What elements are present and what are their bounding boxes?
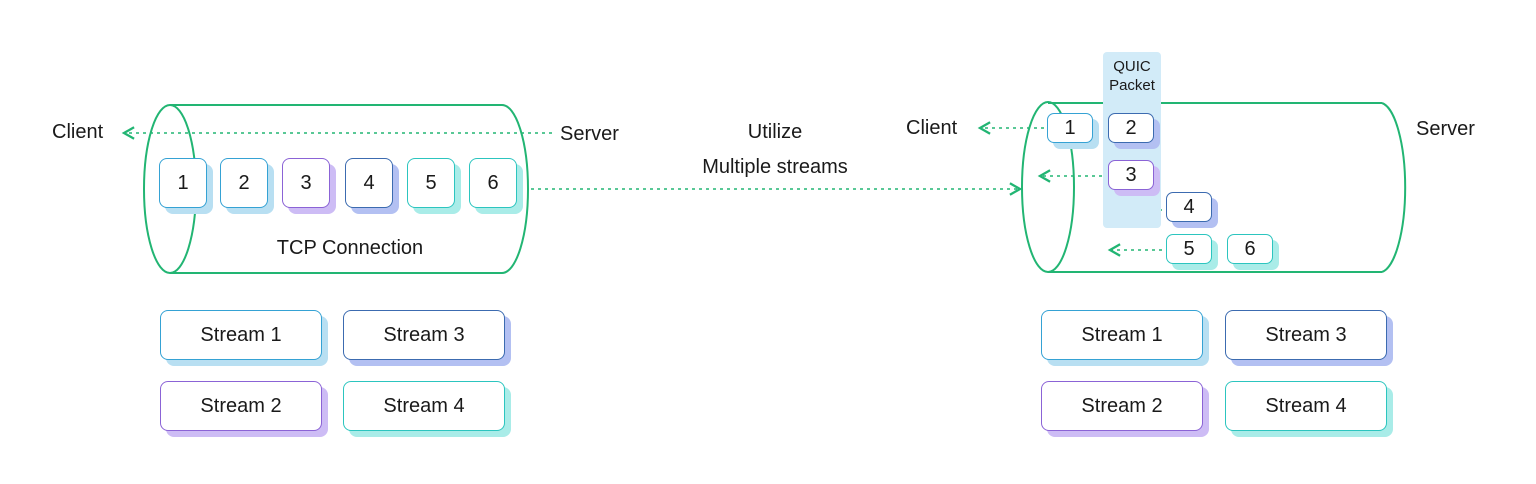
tcp-stream-3: Stream 3 [343,310,505,360]
tcp-stream-1: Stream 1 [160,310,322,360]
utilize-label: Utilize [747,121,803,143]
multiple-streams-label: Multiple streams [702,156,848,178]
tcp-stream-4: Stream 4 [343,381,505,431]
quic-pipe-right-end [1381,102,1407,273]
quic-stream-3: Stream 3 [1225,310,1387,360]
quic-client-label: Client [906,117,958,139]
quic-packet-6: 6 [1227,234,1273,264]
tcp-connection-label: TCP Connection [276,237,424,259]
tcp-packet-3: 3 [282,158,330,208]
quic-server-label: Server [1416,118,1475,140]
quic-stream-4: Stream 4 [1225,381,1387,431]
quic-packet-label-line1: QUIC [1113,58,1151,75]
tcp-packet-4: 4 [345,158,393,208]
tcp-client-label: Client [52,121,104,143]
tcp-server-label: Server [560,123,619,145]
quic-packet-5: 5 [1166,234,1212,264]
quic-packet-label-line2: Packet [1109,77,1155,94]
quic-packet-label: QUIC Packet [1103,57,1161,95]
tcp-packet-6: 6 [469,158,517,208]
tcp-pipe-right-end [501,104,529,274]
tcp-stream-2: Stream 2 [160,381,322,431]
quic-packet-2: 2 [1108,113,1154,143]
quic-packet-4: 4 [1166,192,1212,222]
tcp-packet-1: 1 [159,158,207,208]
tcp-packet-5: 5 [407,158,455,208]
quic-packet-3: 3 [1108,160,1154,190]
quic-packet-1: 1 [1047,113,1093,143]
tcp-packet-2: 2 [220,158,268,208]
quic-stream-1: Stream 1 [1041,310,1203,360]
quic-stream-2: Stream 2 [1041,381,1203,431]
